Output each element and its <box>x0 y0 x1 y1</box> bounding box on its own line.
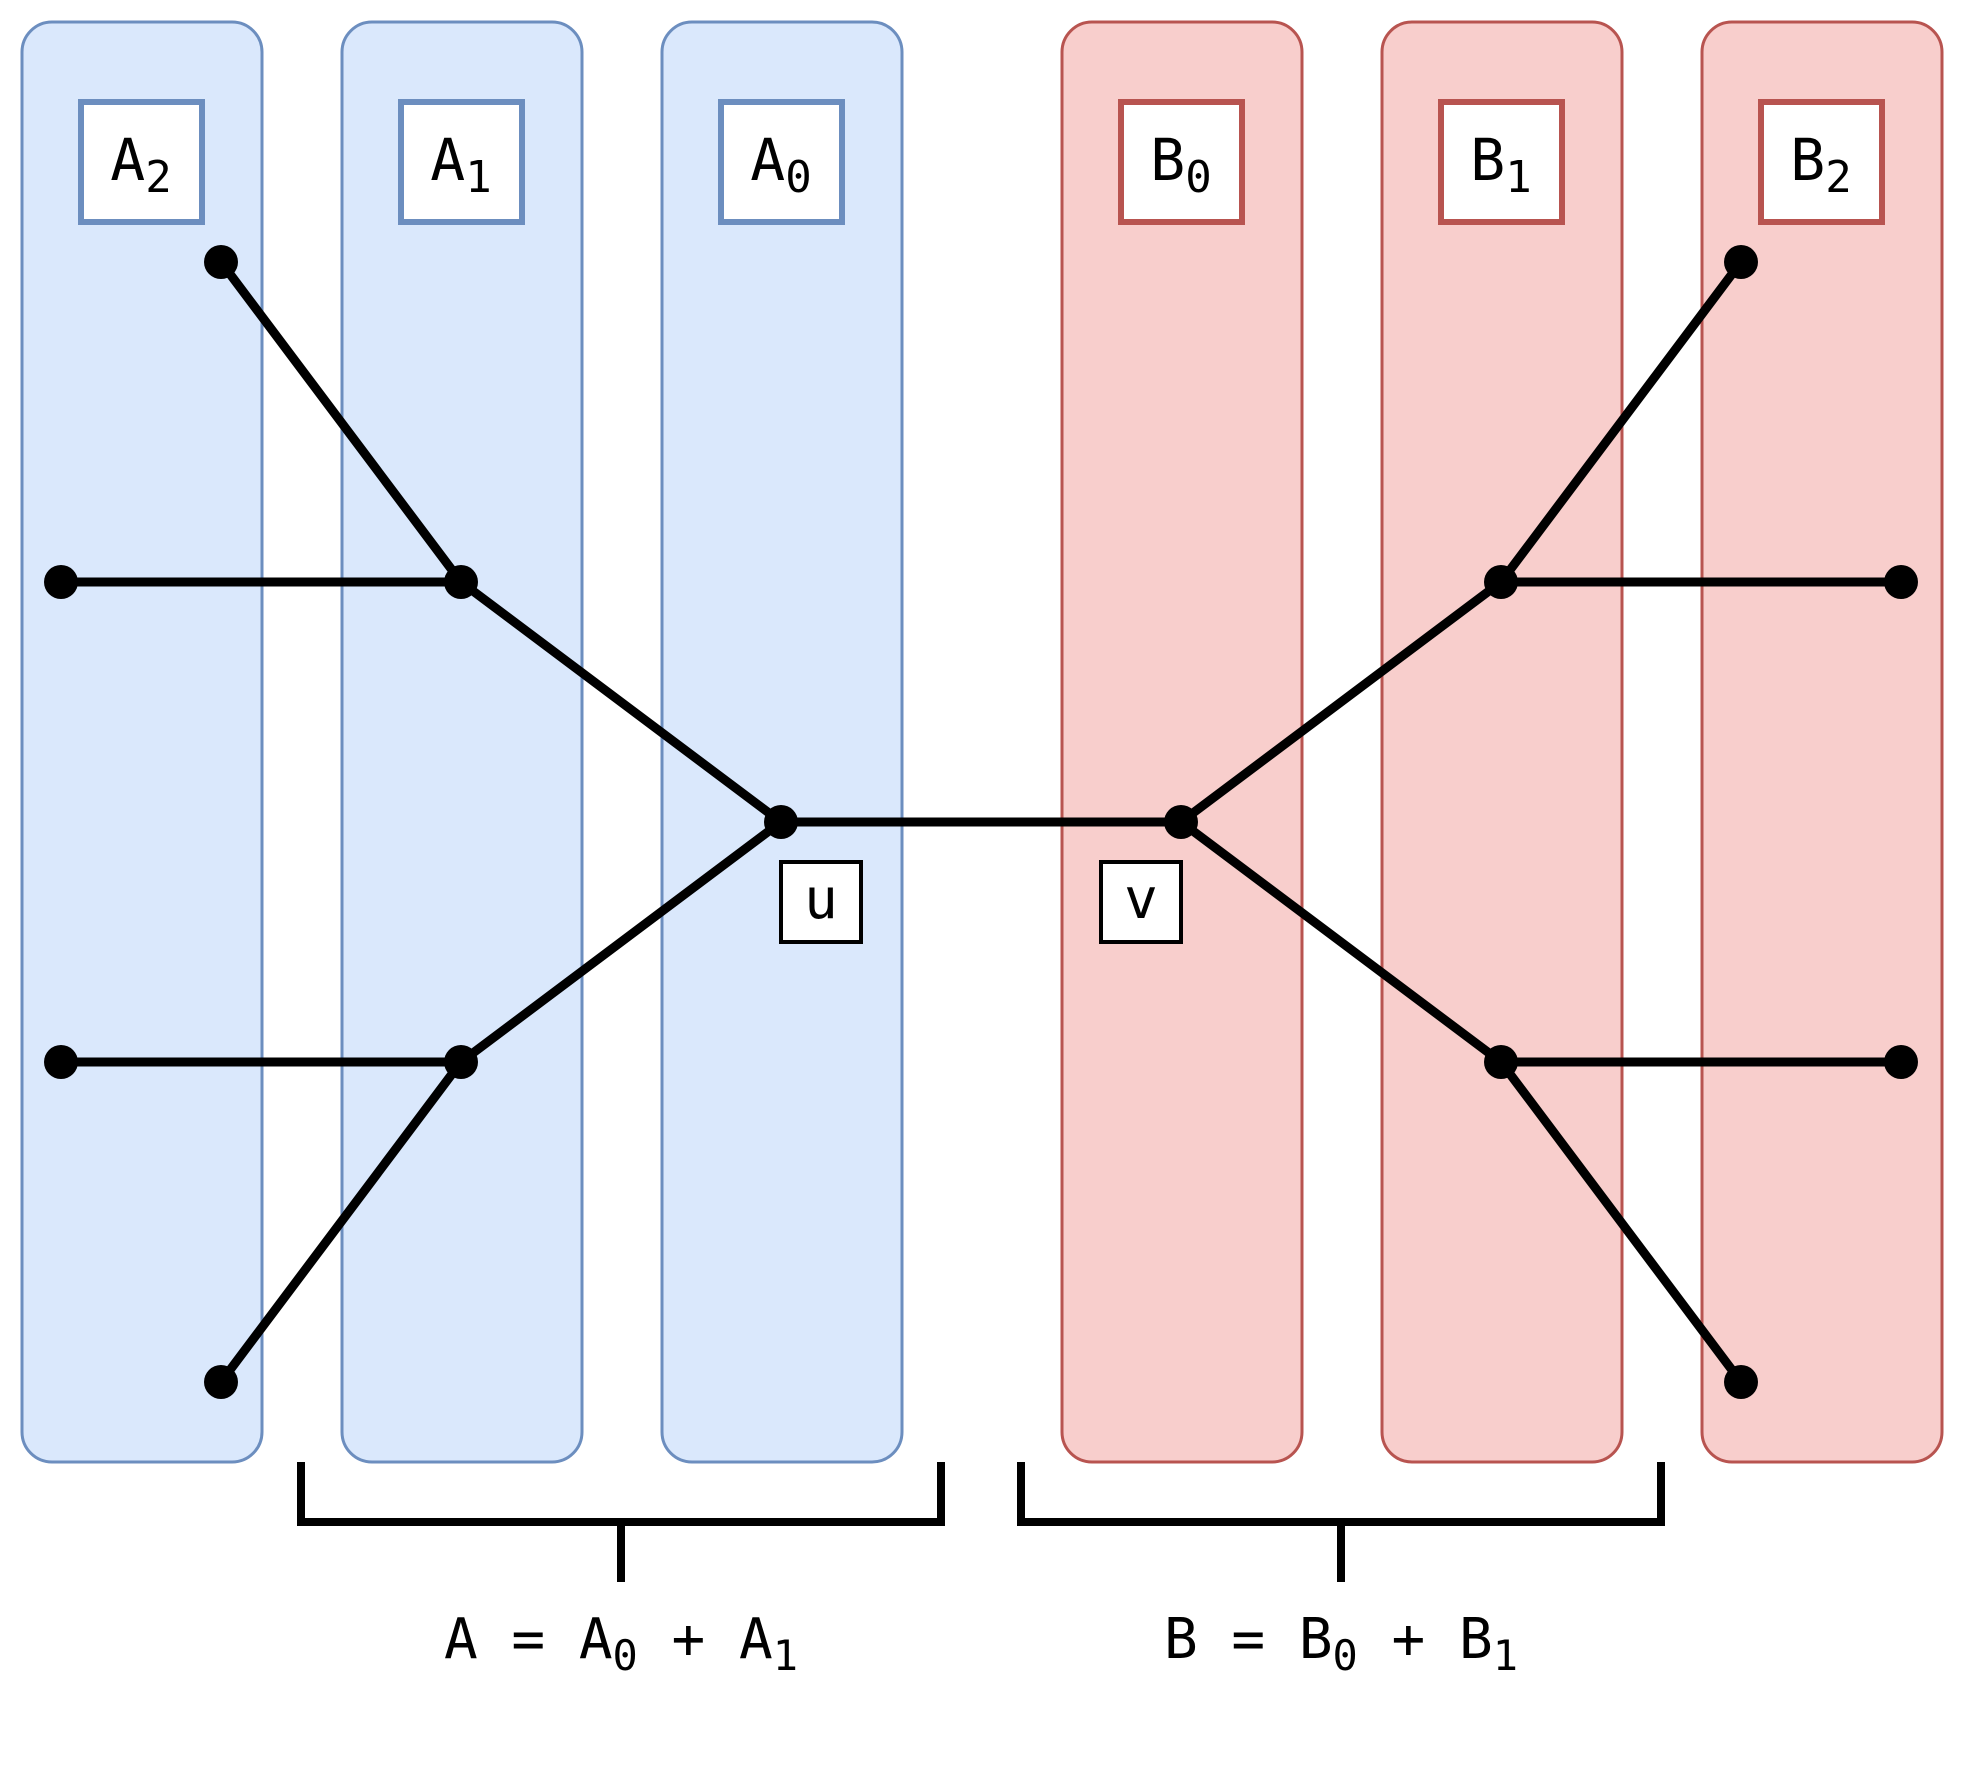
formula-b-term2: B <box>1459 1607 1493 1672</box>
column-label-text: A <box>110 126 145 194</box>
formula-a-term2: A <box>739 1607 773 1672</box>
vertex-label-v: v <box>1099 860 1183 944</box>
node-a1-lower <box>444 1045 478 1079</box>
column-label-a1: A1 <box>398 99 525 225</box>
formula-a-term1: A <box>579 1607 613 1672</box>
vertex-label-u: u <box>779 860 863 944</box>
bracket-b <box>1017 1462 1665 1582</box>
column-label-text: B <box>1470 126 1505 194</box>
edge-u-upper-a1 <box>456 577 786 827</box>
column-label-text: B <box>1790 126 1825 194</box>
svg-text:B0: B0 <box>1150 126 1211 203</box>
edge-upper-b1-top-leaf <box>1496 257 1746 587</box>
svg-text:B2: B2 <box>1790 126 1851 203</box>
formula-b-plus: + <box>1358 1607 1459 1672</box>
column-labels: A2 A1 A0 B0 B1 <box>78 99 1885 225</box>
node-b1-upper <box>1484 565 1518 599</box>
column-a2 <box>20 20 264 1464</box>
column-b0 <box>1060 20 1304 1464</box>
formula-a-sub1: 0 <box>613 1631 638 1680</box>
node-b2-top <box>1724 245 1758 279</box>
tree-nodes <box>44 245 1918 1399</box>
formula-b-term1: B <box>1299 1607 1333 1672</box>
column-label-text: B <box>1150 126 1185 194</box>
formula-b-sub2: 1 <box>1493 1631 1518 1680</box>
node-v <box>1164 805 1198 839</box>
node-a2-bottom <box>204 1365 238 1399</box>
column-a1 <box>340 20 584 1464</box>
node-a2-left-lower <box>44 1045 78 1079</box>
edge-v-upper-b1 <box>1176 577 1506 827</box>
formula-b: B = B0 + B1 <box>1164 1607 1518 1680</box>
edge-u-lower-a1 <box>456 817 786 1067</box>
column-label-subscript: 1 <box>465 152 492 203</box>
node-a2-left-upper <box>44 565 78 599</box>
bracket-a <box>297 1462 945 1582</box>
column-b2 <box>1700 20 1944 1464</box>
column-label-subscript: 2 <box>145 152 172 203</box>
formula-b-lhs: B = <box>1164 1607 1299 1672</box>
formula-b-sub1: 0 <box>1333 1631 1358 1680</box>
tree-edges <box>56 257 1906 1387</box>
node-a2-top <box>204 245 238 279</box>
formula-a-plus: + <box>638 1607 739 1672</box>
edge-lower-a1-bottom-leaf <box>216 1057 466 1387</box>
formula-a: A = A0 + A1 <box>444 1607 798 1680</box>
vertex-label-v-text: v <box>1124 867 1158 932</box>
formula-a-sub2: 1 <box>773 1631 798 1680</box>
column-label-text: A <box>430 126 465 194</box>
node-b2-right-upper <box>1884 565 1918 599</box>
column-b1 <box>1380 20 1624 1464</box>
svg-text:A0: A0 <box>750 126 811 203</box>
column-label-b0: B0 <box>1118 99 1245 225</box>
node-b2-bottom <box>1724 1365 1758 1399</box>
edge-lower-b1-bottom-leaf <box>1496 1057 1746 1387</box>
column-a0 <box>660 20 904 1464</box>
svg-text:A2: A2 <box>110 126 171 203</box>
svg-text:A1: A1 <box>430 126 491 203</box>
column-label-subscript: 2 <box>1825 152 1852 203</box>
column-label-b2: B2 <box>1758 99 1885 225</box>
node-b1-lower <box>1484 1045 1518 1079</box>
column-label-b1: B1 <box>1438 99 1565 225</box>
column-label-subscript: 1 <box>1505 152 1532 203</box>
column-label-text: A <box>750 126 785 194</box>
column-label-a2: A2 <box>78 99 205 225</box>
svg-text:B1: B1 <box>1470 126 1531 203</box>
column-label-subscript: 0 <box>1185 152 1212 203</box>
edge-upper-a1-top-leaf <box>216 257 466 587</box>
column-label-subscript: 0 <box>785 152 812 203</box>
column-label-a0: A0 <box>718 99 845 225</box>
formula-a-lhs: A = <box>444 1607 579 1672</box>
node-a1-upper <box>444 565 478 599</box>
column-panels <box>20 20 1944 1464</box>
edge-v-lower-b1 <box>1176 817 1506 1067</box>
node-b2-right-lower <box>1884 1045 1918 1079</box>
vertex-label-u-text: u <box>804 867 838 932</box>
node-u <box>764 805 798 839</box>
